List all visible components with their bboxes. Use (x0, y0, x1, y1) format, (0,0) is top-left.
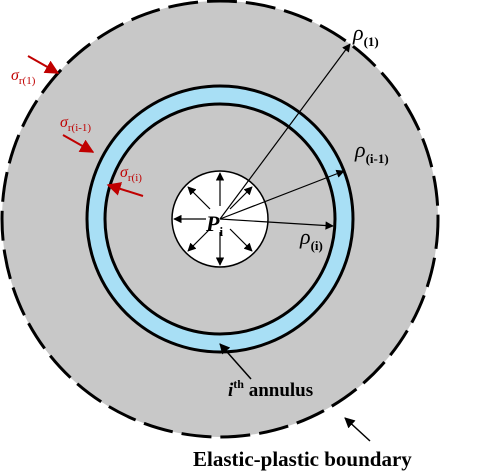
label-rho-i-1: ρ(i-1) (354, 137, 389, 166)
pressure-arrow-down-left (187, 228, 211, 252)
radius-rho-1 (219, 43, 351, 220)
label-rho-i: ρ(i) (299, 224, 323, 253)
pressure-arrow-up-right (229, 186, 253, 210)
pressure-arrows (173, 172, 253, 266)
label-rho-1: ρ(1) (352, 20, 379, 49)
elastic-plastic-boundary-circle (0, 0, 440, 439)
stress-arrow-sigma-i-1 (62, 134, 95, 153)
label-sigma-i-1: σr(i-1) (60, 114, 91, 134)
annulus-leader-arrow (219, 343, 252, 380)
boundary-leader-arrow (344, 417, 371, 442)
label-elastic-plastic-boundary: Elastic-plastic boundary (193, 447, 412, 471)
radius-lines (219, 43, 351, 230)
label-pressure: Pi (205, 211, 223, 239)
radius-rho-i-1 (219, 169, 345, 220)
stress-arrow-sigma-i (106, 182, 144, 197)
label-ith-annulus: ith annulus (228, 377, 313, 401)
stress-arrow-sigma-1 (27, 55, 60, 74)
pressure-arrow-up-left (187, 186, 211, 210)
radius-rho-i (219, 218, 334, 230)
label-sigma-i: σr(i) (120, 164, 142, 184)
stress-arrows (27, 55, 144, 197)
pressure-arrow-down-right (229, 228, 253, 252)
label-sigma-1: σr(1) (11, 67, 36, 87)
